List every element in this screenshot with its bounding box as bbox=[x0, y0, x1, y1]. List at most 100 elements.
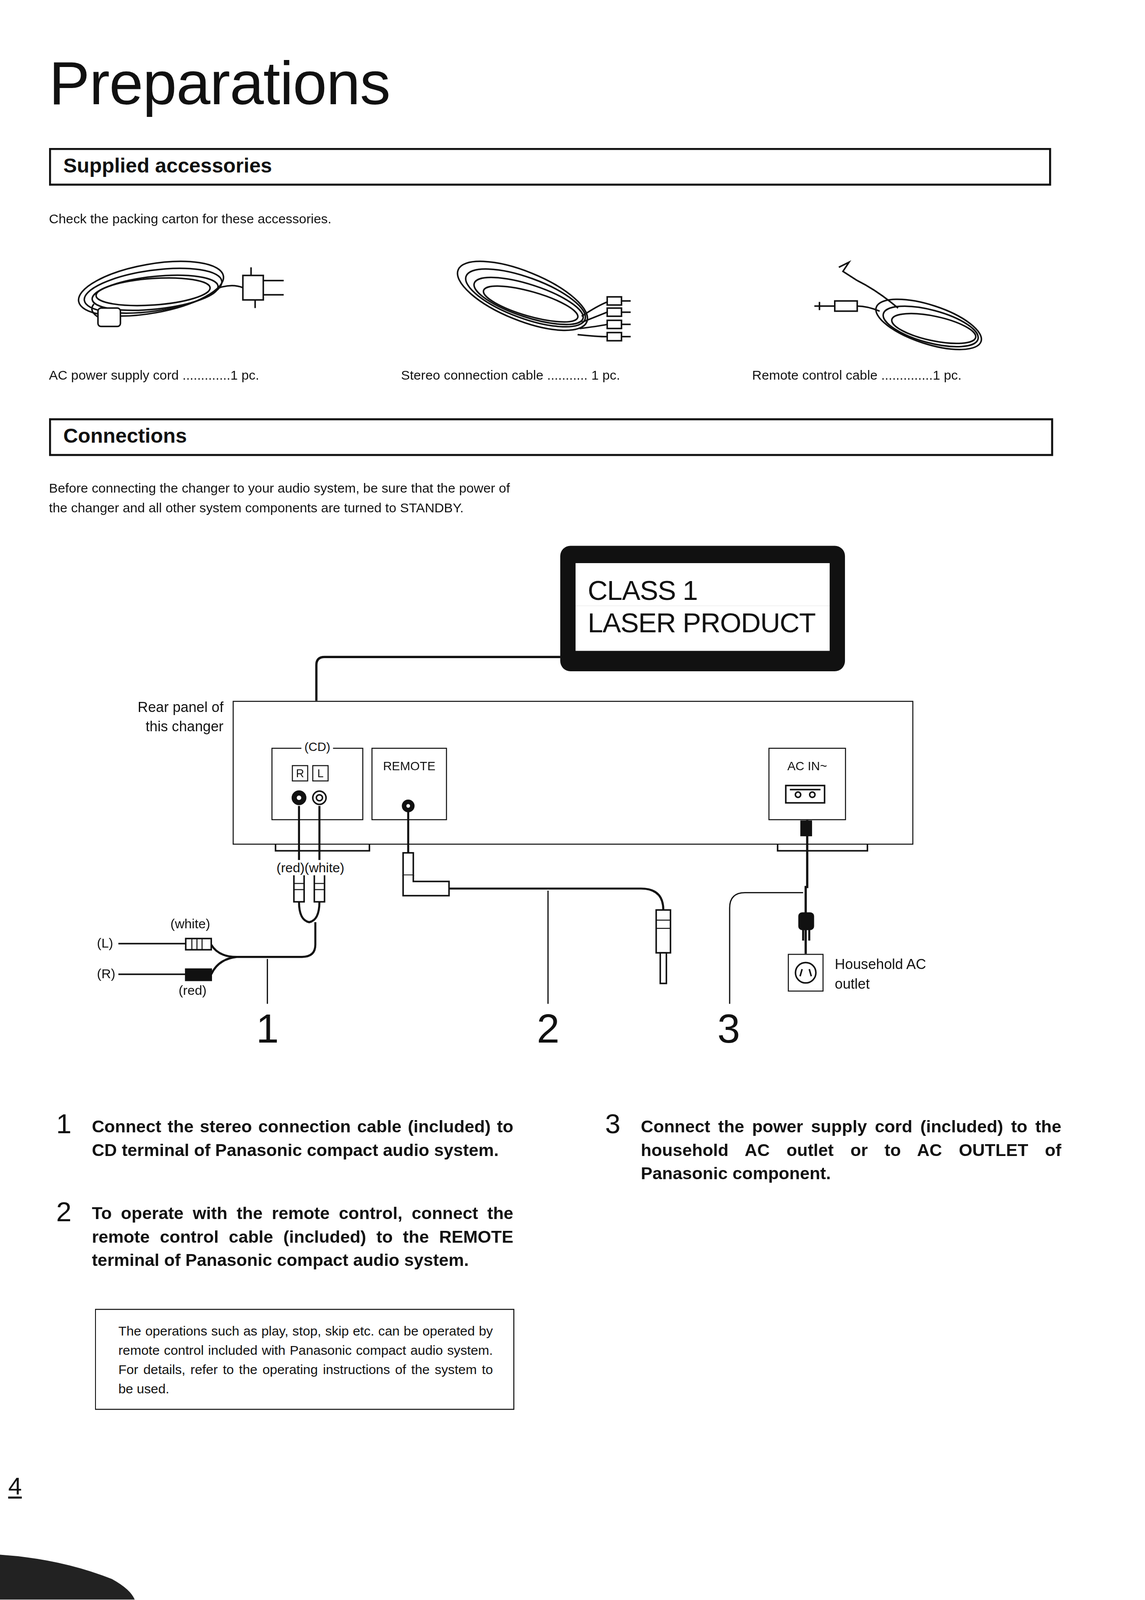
ac-power-cord bbox=[74, 251, 284, 327]
connector-line bbox=[316, 657, 561, 701]
box-text: REMOTE bbox=[372, 749, 446, 774]
stereo-cable-part bbox=[448, 247, 597, 345]
rear-panel-details-part bbox=[402, 800, 414, 813]
stereo-cable-connection bbox=[118, 806, 325, 981]
laser-warning-label: CLASS 1LASER PRODUCT bbox=[560, 545, 845, 672]
stereo-cable-part bbox=[459, 257, 592, 339]
remote-cable-part bbox=[889, 307, 979, 350]
scan-smudge bbox=[0, 1555, 135, 1600]
ac-power-cord-part bbox=[242, 275, 264, 301]
rear-panel-details-part bbox=[809, 792, 815, 798]
box-text: Supplied accessories bbox=[50, 149, 1050, 182]
ac-power-cord-part bbox=[219, 285, 244, 288]
leader-lines-part bbox=[729, 893, 804, 1005]
power-plugs-part bbox=[800, 969, 812, 977]
section-heading: Supplied accessories bbox=[49, 148, 1052, 186]
label-text: 1 bbox=[56, 1108, 72, 1142]
rear-panel-details bbox=[275, 785, 868, 852]
box-text: Rear panel of this changer bbox=[129, 698, 224, 738]
remote-cable-connection bbox=[402, 811, 671, 984]
label-text: Stereo connection cable ........... 1 pc… bbox=[401, 367, 621, 384]
label-text: Remote control cable ..............1 pc. bbox=[752, 367, 962, 384]
label-text: (R) bbox=[96, 966, 116, 982]
stereo-cable-part bbox=[607, 296, 622, 306]
stereo-cable-part bbox=[607, 320, 622, 329]
rear-panel-details-part bbox=[795, 792, 801, 798]
rear-panel-details-part bbox=[292, 791, 306, 805]
remote-cable bbox=[814, 262, 987, 361]
stereo-cable bbox=[448, 247, 631, 345]
label-text: (L) bbox=[96, 935, 114, 951]
box-text: Household AC outlet bbox=[834, 955, 950, 995]
ac-power-cord-part bbox=[250, 267, 284, 308]
label-text: 4 bbox=[8, 1472, 22, 1502]
label-text: 1 bbox=[256, 1006, 280, 1052]
ac-outlet: Household AC outlet bbox=[788, 954, 824, 992]
power-plugs-part bbox=[801, 821, 812, 836]
label-text: 2 bbox=[536, 1006, 560, 1052]
stereo-cable-connection-part bbox=[293, 873, 304, 902]
stereo-cable-part bbox=[577, 302, 608, 337]
ac-power-cord-part bbox=[98, 308, 121, 327]
leader-lines-part bbox=[547, 890, 549, 1005]
channel-marker: R bbox=[291, 765, 308, 782]
remote-cable-connection-part bbox=[660, 953, 667, 984]
scan-smudge-part bbox=[0, 1555, 135, 1600]
label-text: Check the packing carton for these acces… bbox=[49, 211, 332, 228]
ac-power-cord-part bbox=[95, 274, 212, 310]
remote-cable-connection-part bbox=[656, 920, 671, 929]
connector-line bbox=[805, 820, 807, 955]
remote-cable-part bbox=[834, 300, 858, 311]
stereo-cable-connection-part bbox=[299, 902, 320, 923]
box-text: R bbox=[293, 766, 308, 782]
rear-panel-details-part bbox=[316, 795, 323, 802]
leader-lines-part bbox=[266, 959, 269, 1005]
rear-panel-details-part bbox=[312, 791, 326, 805]
stereo-cable-connection-part bbox=[185, 969, 212, 981]
remote-terminal: REMOTE bbox=[371, 748, 447, 821]
ac-inlet: AC IN~ bbox=[768, 748, 846, 821]
stereo-cable-connection-part bbox=[211, 922, 316, 975]
label-text: (red) bbox=[178, 982, 207, 999]
stereo-cable-part bbox=[480, 279, 581, 330]
stereo-cable-connection-part bbox=[118, 943, 186, 975]
rear-panel-details-part bbox=[406, 804, 410, 808]
remote-cable-connection-part bbox=[656, 910, 671, 954]
rear-panel: Rear panel of this changer(CD)RLREMOTEAC… bbox=[232, 701, 914, 845]
rear-panel-details-part bbox=[275, 844, 868, 852]
box-text: L bbox=[313, 766, 328, 782]
remote-cable-connection-part bbox=[407, 811, 410, 854]
label-text: Connect the stereo connection cable (inc… bbox=[91, 1115, 514, 1163]
box-text: CLASS 1 bbox=[575, 563, 830, 607]
power-plugs-part bbox=[798, 913, 814, 930]
rear-panel-details-part bbox=[789, 788, 821, 791]
section-heading: Connections bbox=[49, 418, 1054, 456]
stereo-cable-connection-part bbox=[293, 883, 325, 891]
stereo-cable-part bbox=[607, 332, 622, 342]
label-text: AC power supply cord .............1 pc. bbox=[49, 367, 260, 384]
box-text: AC IN~ bbox=[769, 749, 845, 774]
label-text: Before connecting the changer to your au… bbox=[49, 478, 514, 518]
remote-cable-part bbox=[838, 262, 858, 281]
stereo-cable-part bbox=[621, 300, 631, 337]
remote-cable-connection-part bbox=[448, 888, 664, 911]
label-text: 3 bbox=[605, 1108, 621, 1142]
note-box: The operations such as play, stop, skip … bbox=[95, 1309, 515, 1411]
label-text: To operate with the remote control, conn… bbox=[91, 1201, 514, 1273]
page-title: Preparations bbox=[49, 46, 391, 121]
power-plugs bbox=[795, 821, 817, 983]
remote-cable-connection-part bbox=[402, 853, 414, 876]
box-text: The operations such as play, stop, skip … bbox=[118, 1321, 493, 1400]
stereo-cable-connection-part bbox=[314, 873, 325, 902]
label-text: 2 bbox=[56, 1195, 72, 1229]
label-text: 3 bbox=[717, 1006, 741, 1052]
remote-cable-part bbox=[879, 298, 983, 356]
remote-cable-part bbox=[814, 302, 835, 311]
leader-lines bbox=[267, 890, 803, 1005]
stereo-cable-connection-part bbox=[185, 938, 212, 951]
box-text: LASER PRODUCT bbox=[575, 606, 830, 652]
stereo-cable-connection-part bbox=[191, 938, 202, 951]
remote-cable-part bbox=[857, 280, 898, 312]
power-plugs-part bbox=[795, 962, 817, 984]
